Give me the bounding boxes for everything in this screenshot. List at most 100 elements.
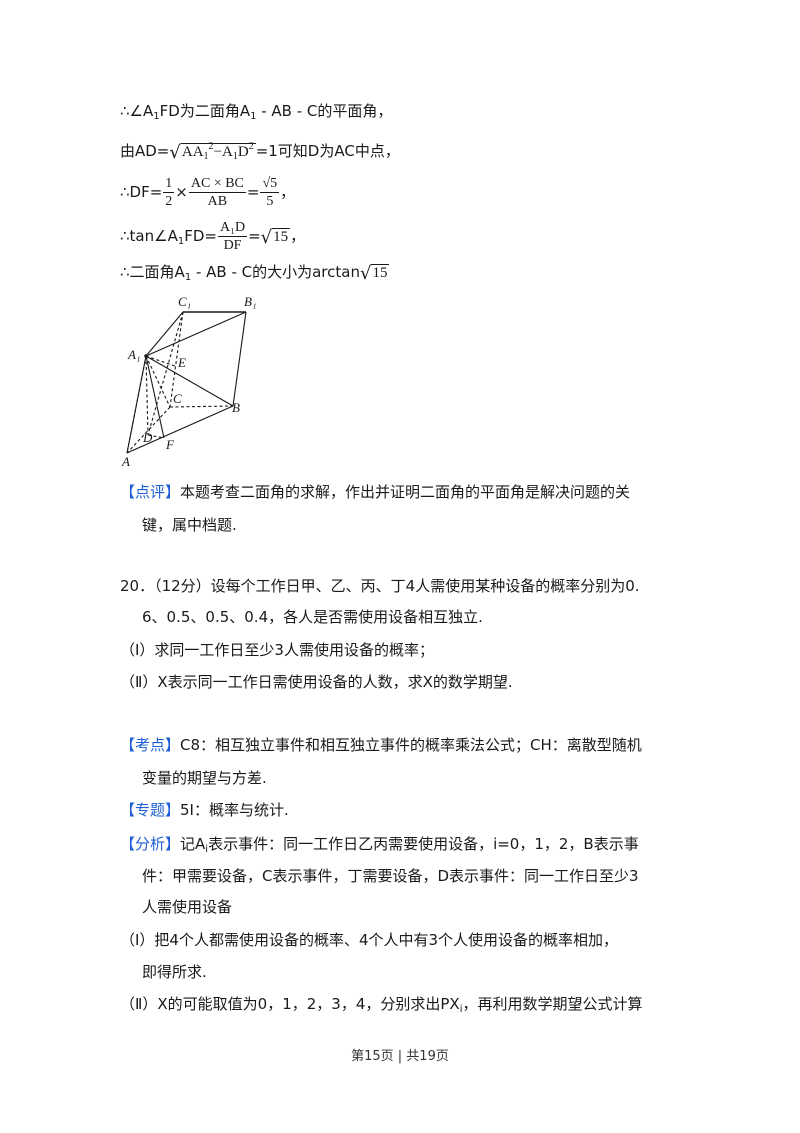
radicand: 15 <box>272 228 291 245</box>
denominator: AB <box>207 194 228 209</box>
label-a: A <box>121 454 130 469</box>
text: ∴DF= <box>120 183 163 201</box>
label-b1: B₁ <box>244 294 256 309</box>
prism-figure: C₁ B₁ A₁ E C B D F A <box>121 294 256 469</box>
analysis-text: 人需使用设备 <box>142 898 233 916</box>
question-text: 6、0.5、0.5、0.4，各人是否需使用设备相互独立. <box>142 608 483 626</box>
label-c1: C₁ <box>178 294 191 309</box>
superscript: 2 <box>208 141 214 152</box>
review-line-1: 【点评】本题考查二面角的求解，作出并证明二面角的平面角是解决问题的关 <box>120 482 630 502</box>
text: =1可知D为AC中点， <box>255 142 400 160</box>
topic-text: 5I：概率与统计. <box>180 801 289 819</box>
radical-sign: √ <box>260 227 273 248</box>
text: ， <box>290 227 306 245</box>
label-b: B <box>232 400 240 415</box>
analysis-text: 表示事件：同一工作日乙丙需要使用设备，i=0，1，2，B表示事 <box>208 835 639 853</box>
text: - AB - C的大小为arctan <box>191 263 360 281</box>
question-text: （Ⅰ）求同一工作日至少3人需使用设备的概率； <box>120 641 434 659</box>
knowledge-point-text: C8：相互独立事件和相互独立事件的概率乘法公式；CH：离散型随机 <box>180 736 642 754</box>
text: ∴∠A <box>120 102 154 120</box>
denominator: 5 <box>266 194 274 209</box>
text: −A <box>213 144 233 160</box>
solution-line-ad: 由AD=√AA12−A1D2=1可知D为AC中点， <box>120 137 400 167</box>
analysis-text: ，再利用数学期望公式计算 <box>462 995 643 1013</box>
knowledge-point-line-2: 变量的期望与方差. <box>142 768 267 788</box>
label-a1: A₁ <box>127 347 140 362</box>
analysis-tag: 【分析】 <box>120 835 181 853</box>
sqrt-expression: √AA12−A1D2 <box>169 137 256 167</box>
text: AA <box>181 144 204 160</box>
page-number: 第15页 | 共19页 <box>351 1049 449 1064</box>
subscript: 1 <box>203 151 209 162</box>
label-f: F <box>165 437 175 452</box>
numerator: A₁D <box>217 220 248 237</box>
knowledge-point-text: 变量的期望与方差. <box>142 769 267 787</box>
subscript: 1 <box>177 236 185 247</box>
text: × <box>175 183 188 201</box>
subscript: i <box>459 1004 463 1015</box>
text: FD= <box>184 227 217 245</box>
subscript: 1 <box>232 151 238 162</box>
analysis-line-1: 【分析】记Ai表示事件：同一工作日乙丙需要使用设备，i=0，1，2，B表示事 <box>120 834 639 860</box>
radical-sign: √ <box>169 142 181 163</box>
subscript: 1 <box>153 111 160 122</box>
denominator: DF <box>223 238 242 253</box>
analysis-text: 即得所求. <box>142 963 207 981</box>
topic-tag: 【专题】 <box>120 801 181 819</box>
page-footer: 第15页 | 共19页 <box>0 1045 800 1064</box>
sqrt-expression: √15 <box>260 226 291 248</box>
subscript: 1 <box>184 272 192 283</box>
question-text: 20．（12分）设每个工作日甲、乙、丙、丁4人需使用某种设备的概率分别为0. <box>120 577 640 595</box>
text: = <box>248 227 261 245</box>
superscript: 2 <box>248 141 254 152</box>
text: ∴二面角A <box>120 263 185 281</box>
label-d: D <box>142 430 153 445</box>
text: ， <box>280 183 296 201</box>
analysis-part-1-line-2: 即得所求. <box>142 962 207 982</box>
numerator: AC × BC <box>188 176 246 193</box>
analysis-line-3: 人需使用设备 <box>142 897 232 917</box>
analysis-part-1-line-1: （Ⅰ）把4个人都需使用设备的概率、4个人中有3个人使用设备的概率相加， <box>120 930 618 950</box>
knowledge-point-tag: 【考点】 <box>120 736 181 754</box>
analysis-part-2-line-1: （Ⅱ）X的可能取值为0，1，2，3，4，分别求出PXi，再利用数学期望公式计算 <box>120 994 643 1020</box>
denominator: 2 <box>165 194 173 209</box>
review-line-2: 键，属中档题. <box>142 515 237 535</box>
question-20-part-2: （Ⅱ）X表示同一工作日需使用设备的人数，求X的数学期望. <box>120 672 513 692</box>
numerator: 1 <box>163 176 175 193</box>
text: FD为二面角A <box>159 102 251 120</box>
question-20-part-1: （Ⅰ）求同一工作日至少3人需使用设备的概率； <box>120 640 434 660</box>
review-text: 键，属中档题. <box>142 516 237 534</box>
review-tag: 【点评】 <box>120 483 181 501</box>
text: ∴tan∠A <box>120 227 178 245</box>
radical-sign: √ <box>359 263 372 284</box>
analysis-text: 件：甲需要设备，C表示事件，丁需要设备，D表示事件：同一工作日至少3 <box>142 867 639 885</box>
solution-line-conclusion: ∴二面角A1 - AB - C的大小为arctan√15 <box>120 262 390 288</box>
text: D <box>237 144 249 160</box>
label-c: C <box>173 391 182 406</box>
question-text: （Ⅱ）X表示同一工作日需使用设备的人数，求X的数学期望. <box>120 673 513 691</box>
question-20-line-1: 20．（12分）设每个工作日甲、乙、丙、丁4人需使用某种设备的概率分别为0. <box>120 576 640 596</box>
numerator: √5 <box>260 176 280 193</box>
solution-line-angle: ∴∠A1FD为二面角A1 - AB - C的平面角， <box>120 101 392 127</box>
radicand: 15 <box>371 264 390 281</box>
sqrt-expression: √15 <box>359 262 390 284</box>
knowledge-point-line-1: 【考点】C8：相互独立事件和相互独立事件的概率乘法公式；CH：离散型随机 <box>120 735 642 755</box>
text: - AB - C的平面角， <box>256 102 393 120</box>
topic-line: 【专题】5I：概率与统计. <box>120 800 289 820</box>
subscript: i <box>205 844 209 855</box>
label-e: E <box>177 355 186 370</box>
question-20-line-2: 6、0.5、0.5、0.4，各人是否需使用设备相互独立. <box>142 607 483 627</box>
analysis-text: （Ⅱ）X的可能取值为0，1，2，3，4，分别求出PX <box>120 995 460 1013</box>
review-text: 本题考查二面角的求解，作出并证明二面角的平面角是解决问题的关 <box>180 483 631 501</box>
analysis-text: （Ⅰ）把4个人都需使用设备的概率、4个人中有3个人使用设备的概率相加， <box>120 931 619 949</box>
text: 由AD= <box>120 142 170 160</box>
analysis-text: 记A <box>180 835 206 853</box>
text: = <box>246 183 260 201</box>
